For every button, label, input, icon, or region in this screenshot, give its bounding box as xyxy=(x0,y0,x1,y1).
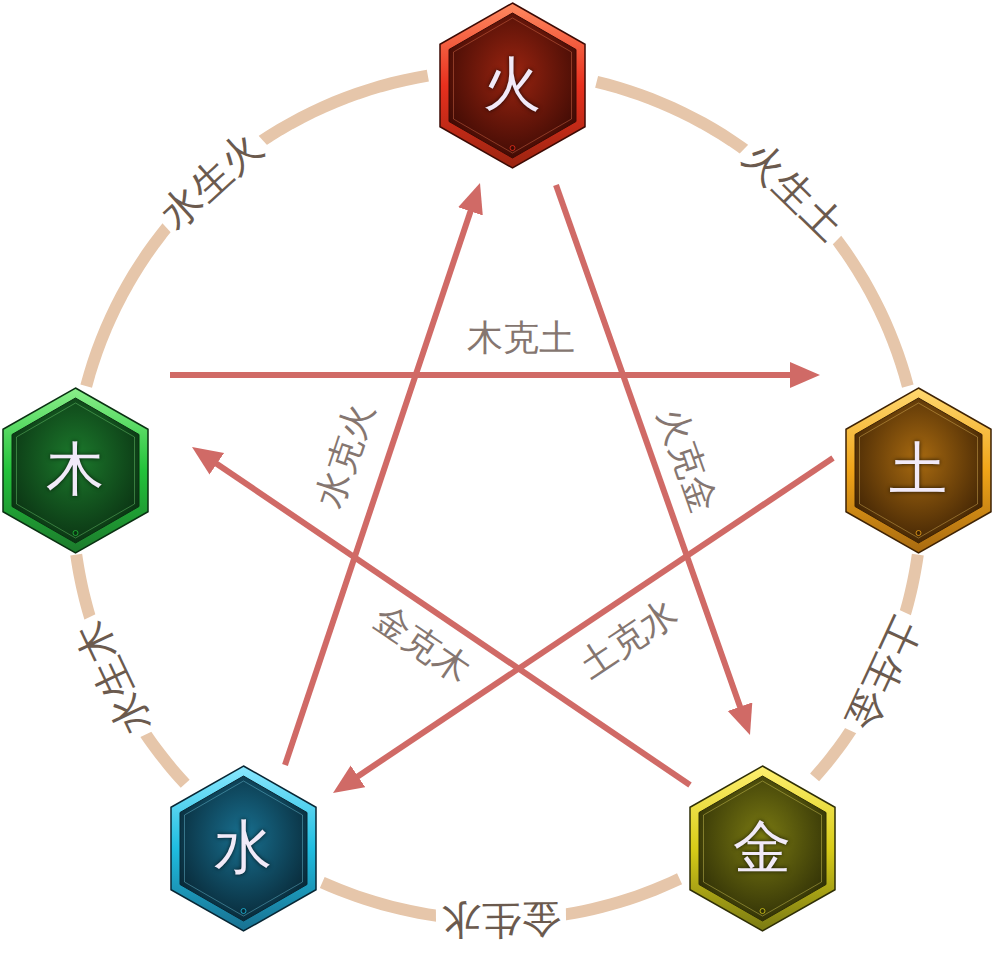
hexagon-rim xyxy=(440,3,585,168)
element-glyph: 土 xyxy=(889,438,947,502)
element-node: 木 xyxy=(3,388,148,553)
edge-label: 水生木 xyxy=(65,609,161,745)
hexagon-face xyxy=(855,398,982,543)
hexagon-dot xyxy=(241,908,246,913)
edge-label: 金克木 xyxy=(362,595,482,694)
element-glyph: 木 xyxy=(46,438,104,502)
element-glyph: 水 xyxy=(214,816,272,880)
edge-label: 火生土 xyxy=(732,130,856,252)
element-glyph: 火 xyxy=(483,53,541,117)
hexagon-dot xyxy=(760,908,765,913)
hexagon-inner-line xyxy=(16,403,134,538)
hexagon-inner-line xyxy=(453,18,571,153)
element-glyph: 金 xyxy=(733,816,791,880)
hexagon-face xyxy=(449,13,576,158)
element-node: 金 xyxy=(690,766,835,931)
hexagon-inner-line xyxy=(703,781,821,916)
edge-label: 水克火 xyxy=(307,393,382,518)
hexagon-dot xyxy=(916,530,921,535)
hexagon-rim xyxy=(3,388,148,553)
edge-label: 土克水 xyxy=(568,589,688,688)
hexagon-rim xyxy=(846,388,991,553)
edge-label: 火克金 xyxy=(649,398,726,523)
edge-label: 土生金 xyxy=(835,605,930,741)
hexagon-dot xyxy=(73,530,78,535)
hexagon-face xyxy=(180,776,307,921)
edge-label: 水生火 xyxy=(148,120,274,240)
element-node: 火 xyxy=(440,3,585,168)
hexagon-rim xyxy=(690,766,835,931)
generating-arc xyxy=(86,76,428,386)
overcoming-arrow xyxy=(556,185,745,721)
overcoming-arrow xyxy=(204,455,690,785)
overcoming-arrow xyxy=(345,458,833,785)
generating-arc xyxy=(597,82,908,386)
hexagon-inner-line xyxy=(859,403,977,538)
hexagon-face xyxy=(12,398,139,543)
hexagon-dot xyxy=(510,145,515,150)
hexagon-inner-line xyxy=(184,781,302,916)
edge-label: 木克土 xyxy=(462,318,580,358)
edge-label: 金生水 xyxy=(436,897,566,942)
hexagon-rim xyxy=(171,766,316,931)
hexagon-face xyxy=(699,776,826,921)
overcoming-arrow xyxy=(170,372,805,378)
element-node: 土 xyxy=(846,388,991,553)
element-node: 水 xyxy=(171,766,316,931)
